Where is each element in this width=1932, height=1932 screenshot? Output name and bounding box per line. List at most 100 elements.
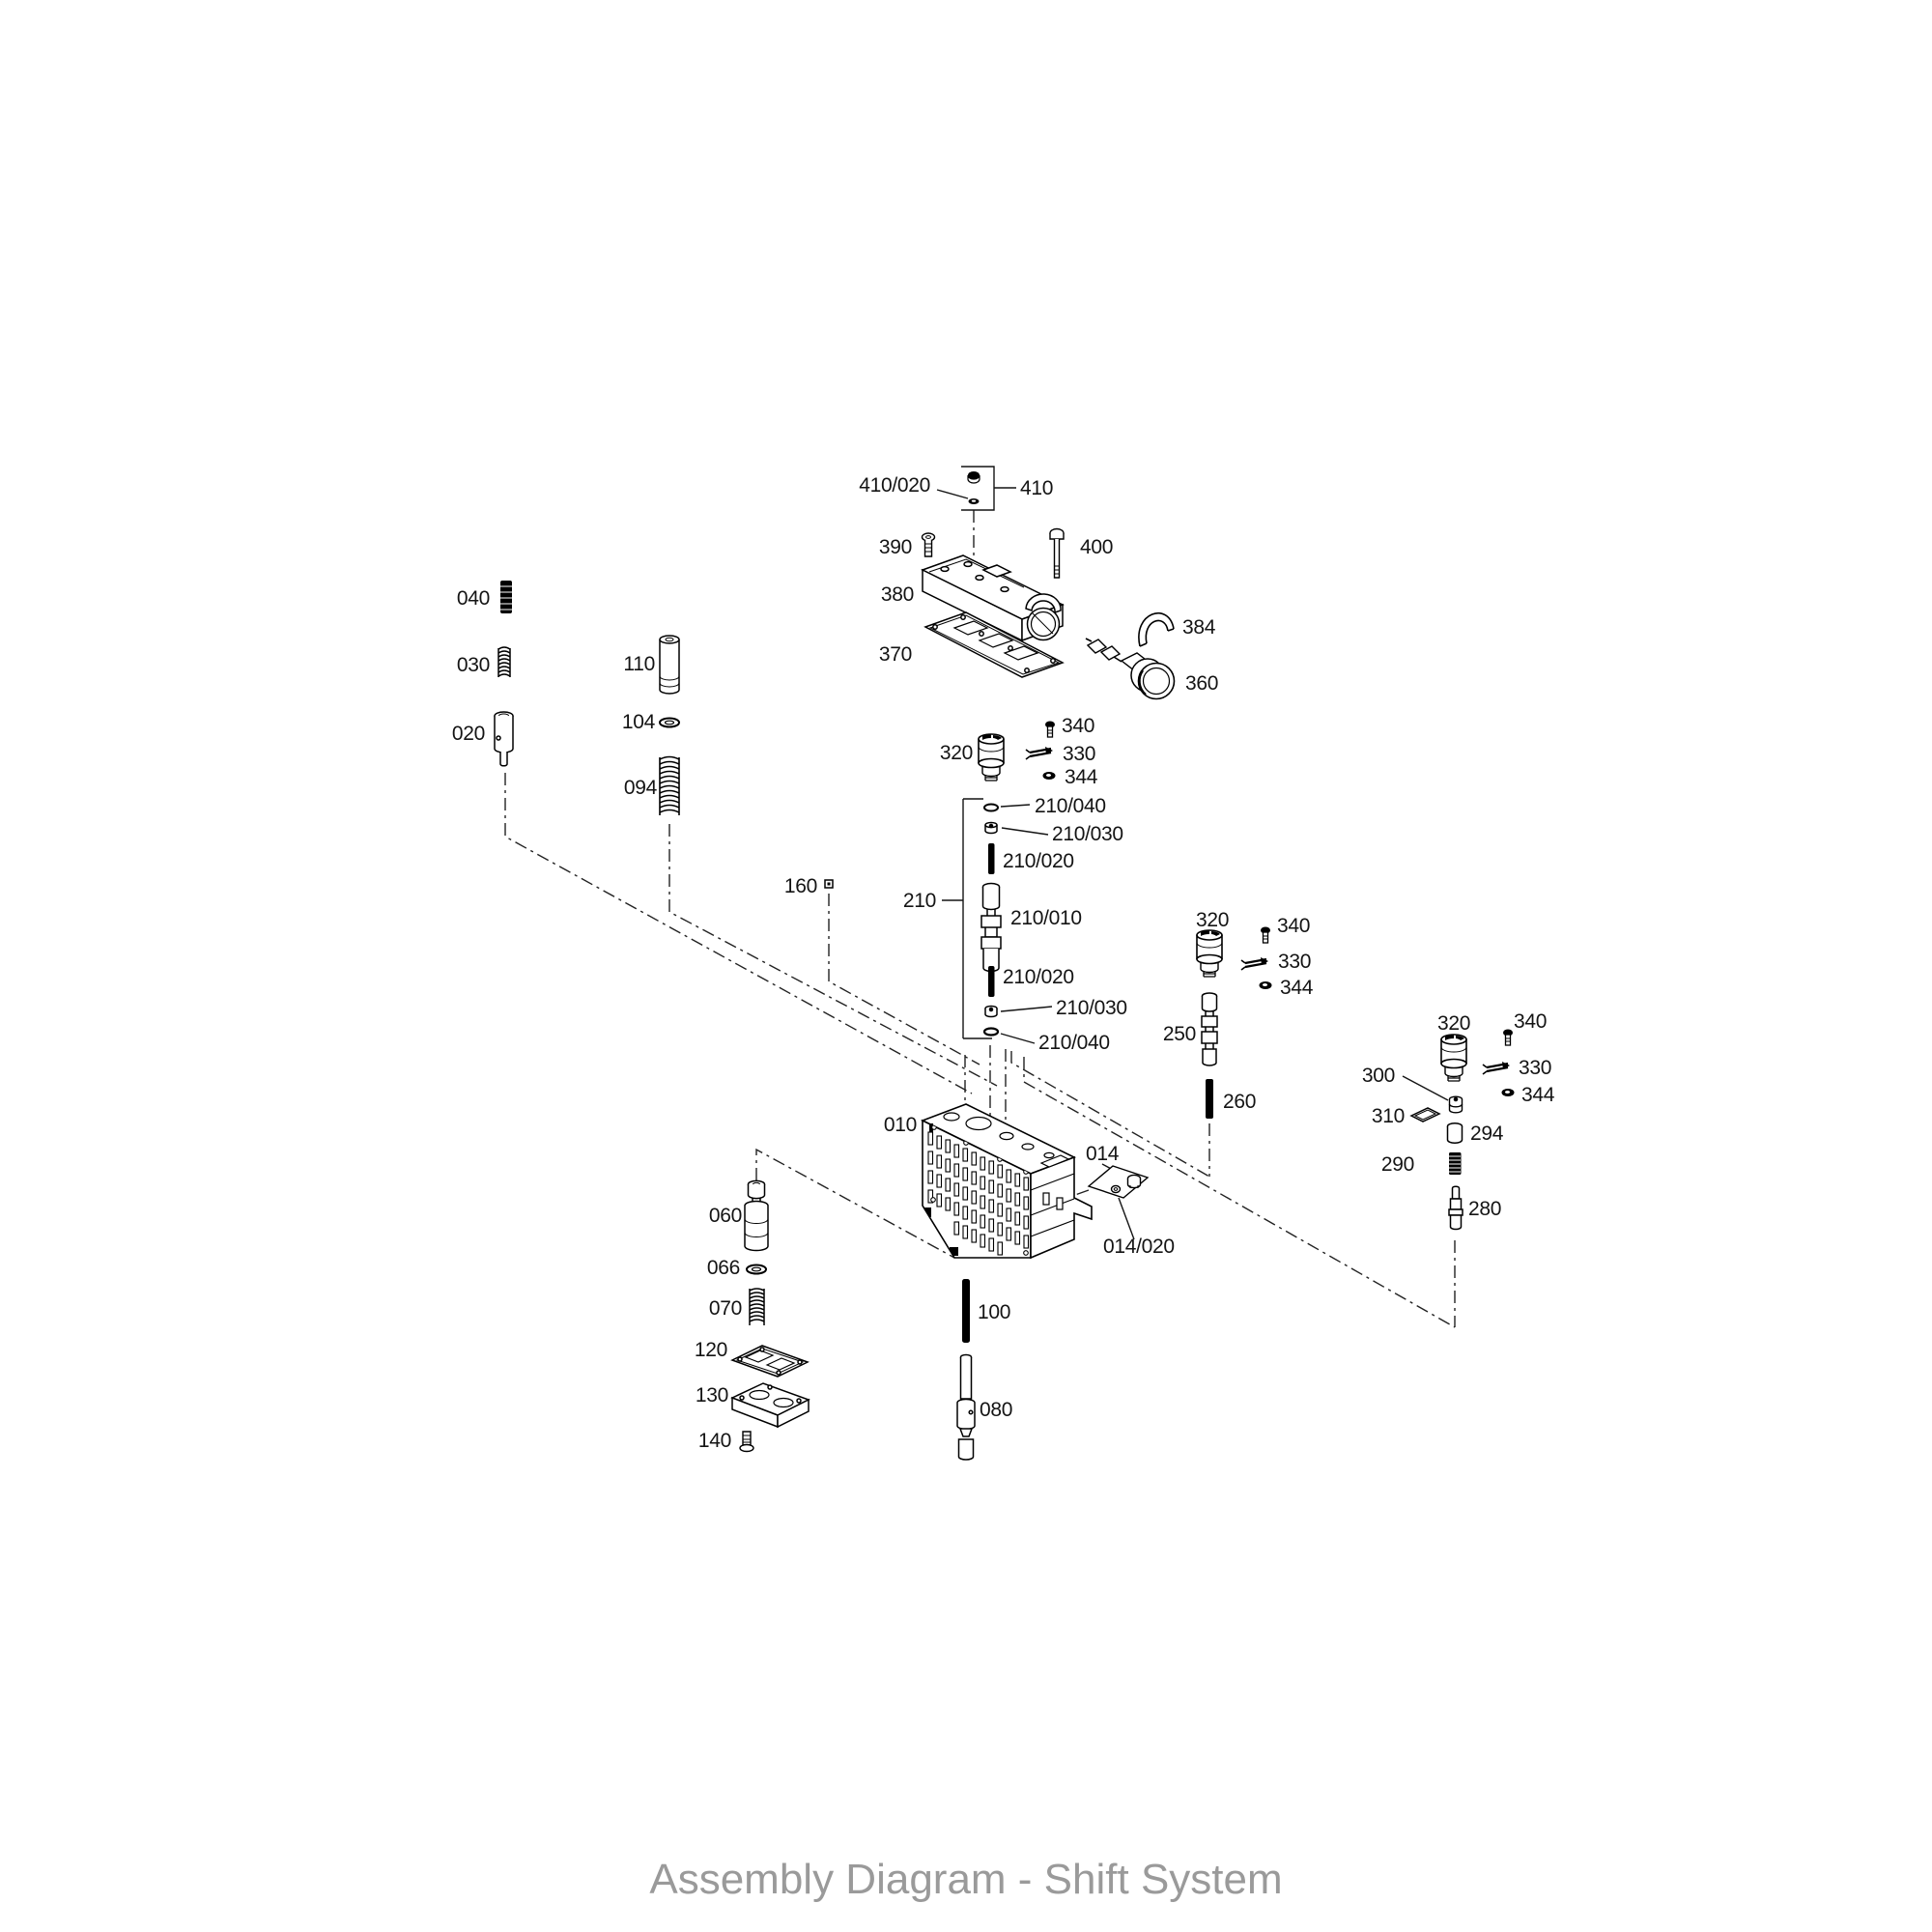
callout-160: 160 — [784, 875, 817, 897]
part-340b-screw — [1260, 925, 1271, 944]
part-310-plate — [1409, 1107, 1441, 1122]
axis-260 — [1010, 1051, 1210, 1178]
callout-110: 110 — [623, 653, 655, 675]
part-370-gasket — [923, 611, 1065, 678]
callout-030: 030 — [457, 654, 490, 676]
axis-160 — [828, 894, 980, 1065]
callout-340b: 340 — [1277, 915, 1310, 937]
callout-290: 290 — [1381, 1153, 1414, 1176]
callout-014: 014 — [1086, 1143, 1120, 1165]
part-030-spring — [497, 646, 511, 677]
callout-labels: 040 030 020 110 104 094 160 410/020 410 … — [452, 474, 1555, 1452]
part-290-spring — [1449, 1152, 1462, 1175]
callout-210-040b: 210/040 — [1038, 1032, 1110, 1054]
part-110-sleeve — [659, 635, 680, 695]
callout-080: 080 — [980, 1399, 1012, 1421]
part-040-pin — [500, 581, 512, 613]
callout-040: 040 — [457, 587, 490, 610]
callout-344b: 344 — [1280, 977, 1314, 999]
callout-344a: 344 — [1065, 766, 1098, 788]
callout-020: 020 — [452, 723, 485, 745]
part-060-piston — [744, 1179, 769, 1252]
axis-280 — [1023, 1057, 1456, 1328]
part-260-pin — [1206, 1079, 1213, 1119]
leader-210-040a — [1000, 804, 1031, 808]
part-014-plug — [1126, 1174, 1142, 1189]
callout-330c: 330 — [1519, 1057, 1551, 1079]
bracket-210 — [942, 798, 992, 1039]
callout-210-010: 210/010 — [1010, 907, 1082, 929]
callout-210-020a: 210/020 — [1003, 850, 1074, 872]
bracket-410 — [961, 466, 1016, 511]
part-340c-screw — [1502, 1028, 1514, 1046]
callout-210-030a: 210/030 — [1052, 823, 1123, 845]
leader-210-030a — [1001, 827, 1049, 836]
callout-330a: 330 — [1063, 743, 1095, 765]
leader-014-020 — [1118, 1197, 1135, 1240]
part-140-screw — [739, 1431, 754, 1453]
callout-340c: 340 — [1514, 1010, 1547, 1033]
part-360-connector — [1085, 638, 1176, 700]
callout-294: 294 — [1470, 1122, 1504, 1145]
callout-320b: 320 — [1196, 909, 1229, 931]
callout-210-040a: 210/040 — [1035, 795, 1106, 817]
callout-370: 370 — [879, 643, 912, 666]
part-070-spring — [749, 1288, 765, 1325]
part-010-valve-body — [920, 1103, 1093, 1260]
callout-250: 250 — [1163, 1023, 1196, 1045]
callout-094: 094 — [624, 777, 658, 799]
part-100-pin — [962, 1279, 970, 1343]
callout-066: 066 — [707, 1257, 740, 1279]
callout-384: 384 — [1182, 616, 1216, 639]
part-344a-ring — [1042, 772, 1056, 780]
callout-410-020: 410/020 — [859, 474, 930, 497]
callout-060: 060 — [709, 1205, 742, 1227]
part-210-010-spool — [980, 882, 1002, 973]
part-300-valve — [1448, 1095, 1463, 1114]
callout-380: 380 — [881, 583, 914, 606]
part-210-020a-pin — [988, 843, 995, 874]
leader-210-040b — [1000, 1033, 1036, 1044]
part-210-040a-ring — [983, 803, 999, 812]
callout-390: 390 — [879, 536, 912, 558]
leader-lines — [936, 466, 1449, 1240]
part-210-040b-ring — [982, 1027, 1000, 1037]
part-210-020b-pin — [988, 966, 995, 997]
callout-280: 280 — [1468, 1198, 1501, 1220]
part-294-bushing — [1446, 1122, 1463, 1144]
callout-344c: 344 — [1521, 1084, 1555, 1106]
part-410-screw — [967, 471, 980, 504]
part-320c-solenoid — [1440, 1034, 1467, 1082]
axis-060 — [755, 1148, 955, 1259]
part-340a-screw — [1044, 720, 1056, 738]
callout-120: 120 — [695, 1339, 727, 1361]
callout-330b: 330 — [1278, 951, 1311, 973]
part-104-ring — [659, 717, 680, 728]
callout-014-020: 014/020 — [1103, 1236, 1175, 1258]
callout-070: 070 — [709, 1297, 742, 1320]
part-120-gasket — [730, 1345, 810, 1378]
part-014-020-ring — [1110, 1184, 1122, 1194]
part-080-valve — [956, 1353, 976, 1461]
part-384-clamp — [1138, 611, 1175, 647]
callout-100: 100 — [978, 1301, 1010, 1323]
assembly-axis-lines — [504, 510, 1456, 1328]
leader-410-020 — [936, 489, 969, 499]
leader-300 — [1402, 1075, 1449, 1101]
part-344c-ring — [1501, 1089, 1515, 1096]
callout-210-020b: 210/020 — [1003, 966, 1074, 988]
callout-320a: 320 — [940, 742, 973, 764]
part-066-ring — [746, 1264, 767, 1275]
part-380-cover — [921, 554, 1065, 642]
leader-210-030b — [1000, 1006, 1053, 1012]
diagram-title: Assembly Diagram - Shift System — [649, 1856, 1282, 1903]
part-320a-solenoid — [978, 733, 1005, 781]
callout-260: 260 — [1223, 1091, 1256, 1113]
part-130-plate — [730, 1382, 810, 1429]
part-344b-ring — [1259, 981, 1272, 989]
callout-360: 360 — [1185, 672, 1218, 695]
part-014-plate — [1087, 1165, 1150, 1199]
callout-210-030b: 210/030 — [1056, 997, 1127, 1019]
